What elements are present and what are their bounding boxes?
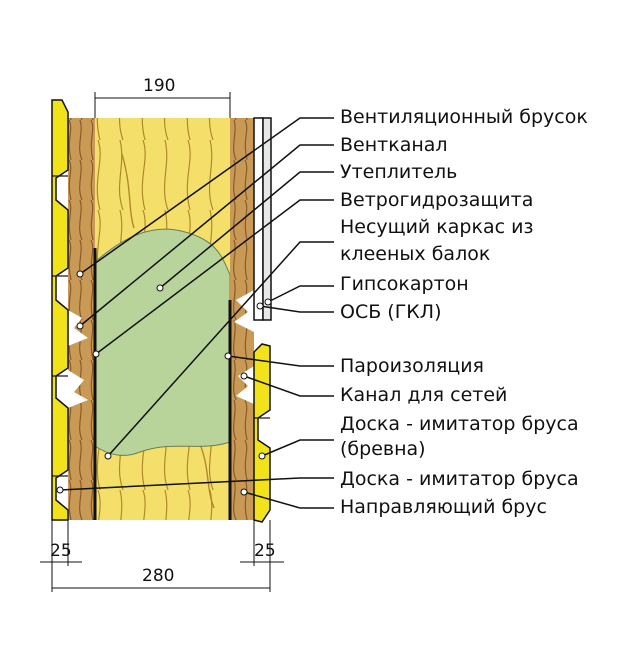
leader-dots [56, 270, 272, 496]
leader-vapor [227, 355, 334, 367]
dot-wind-membrane [92, 350, 100, 358]
label-vent-bar: Вентиляционный брусок [340, 106, 588, 128]
leader-osb [259, 305, 334, 313]
dot-vent-channel [76, 322, 84, 330]
leader-wind-membrane [95, 199, 334, 355]
label-frame-line1: Несущий каркас из [340, 216, 534, 238]
label-board: Доска - имитатор бруса [340, 468, 579, 490]
dot-vapor [224, 352, 232, 360]
dot-osb [256, 302, 264, 310]
label-gypsum: Гипсокартон [340, 273, 469, 295]
leader-lines [59, 117, 334, 509]
label-frame-line2: клееных балок [340, 243, 491, 265]
dot-gypsum [264, 298, 272, 306]
label-vapor: Пароизоляция [340, 355, 484, 377]
dim-280-text: 280 [142, 566, 174, 586]
leader-insulation [159, 171, 334, 289]
leader-board-log [261, 439, 334, 457]
left-cladding [51, 99, 69, 521]
dot-network [240, 372, 248, 380]
label-vent-channel: Вентканал [340, 134, 448, 156]
network-channel-2 [236, 366, 254, 404]
dim-190-text: 190 [143, 76, 175, 96]
knot-line-2 [199, 443, 215, 509]
network-channel-1 [234, 290, 254, 332]
leader-board [59, 477, 334, 491]
leader-guide [243, 491, 334, 509]
label-network-channel: Канал для сетей [340, 384, 508, 406]
leader-vent-channel [79, 144, 334, 327]
label-insulation: Утеплитель [340, 161, 458, 183]
vent-channel-left-2 [68, 370, 88, 408]
leader-vent-bar [79, 117, 334, 275]
dot-vent-bar [76, 270, 84, 278]
dot-board [56, 486, 64, 494]
vent-channel-left-1 [68, 310, 88, 346]
dot-board-log [258, 452, 266, 460]
gypsum-panel [262, 117, 272, 321]
dot-guide [240, 488, 248, 496]
leader-frame [107, 241, 334, 457]
dot-frame [104, 452, 112, 460]
label-board-log-line2: (бревна) [340, 438, 426, 460]
leader-gypsum [267, 285, 334, 303]
knot-line-1 [121, 153, 135, 229]
right-cladding [253, 343, 271, 523]
leader-network [243, 375, 334, 397]
label-osb: ОСБ (ГКЛ) [340, 301, 442, 323]
dot-insulation [156, 284, 164, 292]
label-guide-bar: Направляющий брус [340, 496, 547, 518]
label-wind-membrane: Ветрогидрозащита [340, 189, 534, 211]
dim-25-right-text: 25 [254, 541, 276, 561]
label-board-log-line1: Доска - имитатор бруса [340, 413, 579, 435]
dim-25-left-text: 25 [50, 541, 72, 561]
